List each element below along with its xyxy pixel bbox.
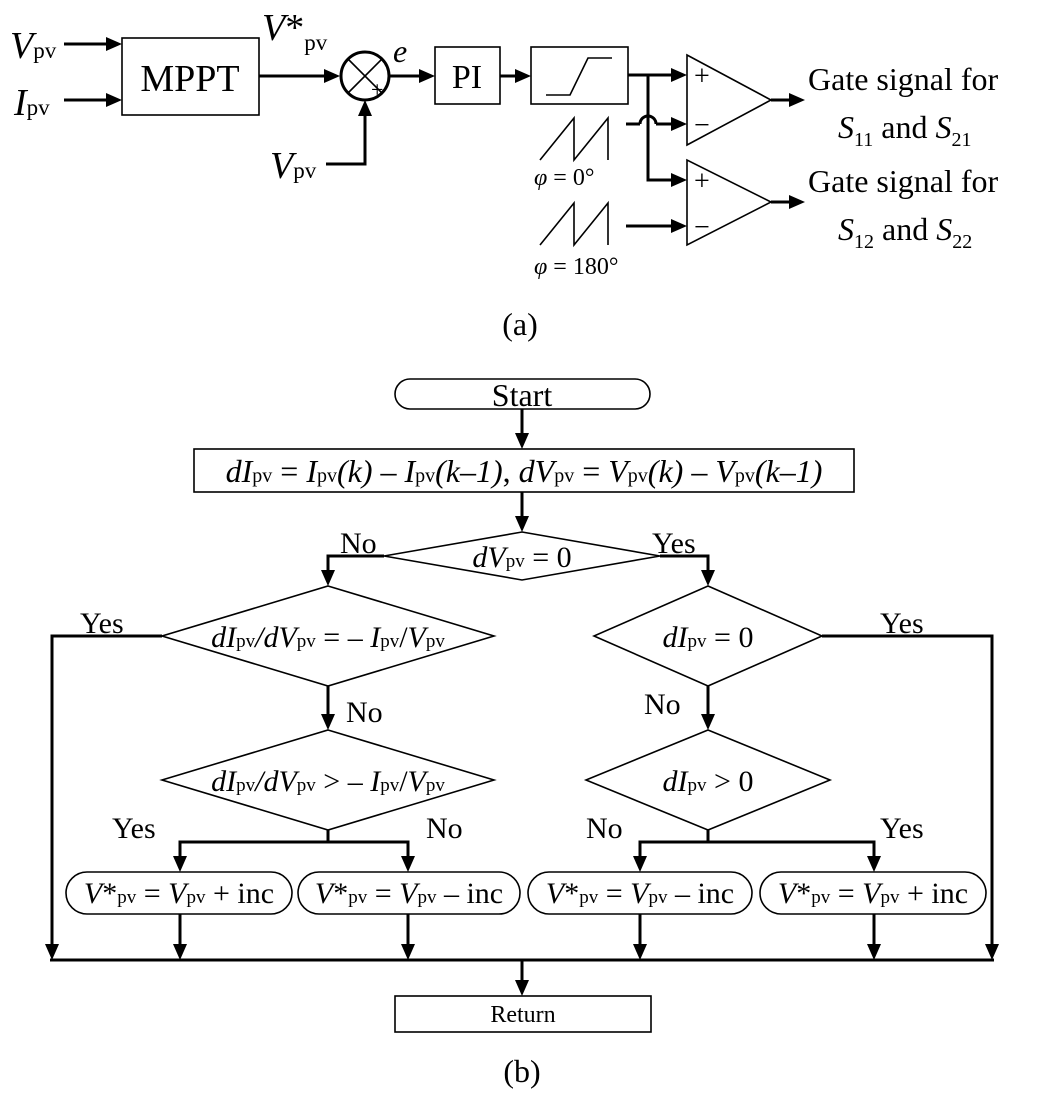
caption-a: (a)	[502, 306, 538, 342]
ipv-input-label: Ipv	[13, 82, 50, 124]
di-dv-greater-no-label: No	[426, 812, 463, 845]
panel-b-flowchart: Start dIpv = Ipv(k) – Ipv(k–1), dVpv = V…	[45, 377, 999, 1089]
comparator-2	[686, 158, 773, 247]
gate2-line1: Gate signal for	[808, 163, 999, 199]
return-box	[394, 995, 652, 1033]
mppt-label: MPPT	[140, 58, 239, 100]
pi-label: PI	[452, 59, 482, 96]
di-positive-branch	[638, 840, 876, 858]
di-dv-equal-no-label: No	[346, 696, 383, 729]
action-increase-right-text: V*pv = Vpv + inc	[778, 877, 968, 910]
panel-a-block-diagram: Vpv Ipv MPPT V*pv + Vpv e	[10, 7, 999, 342]
gate2-line2: S12 and S22	[838, 211, 972, 253]
difference-calc-text: dIpv = Ipv(k) – Ipv(k–1), dVpv = Vpv(k) …	[226, 453, 823, 489]
dv-zero-yes-path	[660, 554, 710, 572]
decision-dv-zero-text: dVpv = 0	[472, 541, 571, 574]
vpv-input-label: Vpv	[10, 25, 57, 67]
sum-plus-sign: +	[371, 77, 383, 102]
decision-di-dv-greater-text: dIpv/dVpv > – Ipv/Vpv	[211, 765, 445, 798]
decision-di-dv-equal-text: dIpv/dVpv = – Ipv/Vpv	[211, 621, 445, 654]
comp2-minus: −	[694, 212, 710, 243]
limiter-icon	[546, 57, 612, 96]
vpv-feedback-label: Vpv	[270, 145, 317, 187]
carrier-sawtooth-180	[539, 200, 609, 248]
wire-crossover-hop	[638, 114, 658, 125]
di-dv-greater-yes-label: Yes	[112, 812, 156, 845]
comp1-minus: −	[694, 110, 710, 141]
mppt-block	[121, 37, 260, 116]
carrier2-phase-label: φ = 180°	[534, 254, 618, 280]
di-zero-yes-path	[822, 634, 994, 946]
limiter-to-comp2	[646, 75, 672, 182]
pi-block	[434, 46, 501, 105]
return-label: Return	[490, 1002, 555, 1028]
decision-di-positive-text: dIpv > 0	[663, 765, 754, 798]
di-dv-equal-yes-path	[50, 634, 162, 946]
comp1-plus: +	[694, 61, 710, 92]
vref-label: V*pv	[262, 7, 328, 55]
di-zero-no-label: No	[644, 688, 681, 721]
carrier1-phase-label: φ = 0°	[534, 165, 594, 191]
di-positive-yes-label: Yes	[880, 812, 924, 845]
action-decrease-right-text: V*pv = Vpv – inc	[546, 877, 734, 910]
gate1-line1: Gate signal for	[808, 61, 999, 97]
error-label: e	[393, 33, 407, 69]
di-dv-greater-branch	[178, 840, 410, 858]
decision-dv-zero	[383, 531, 661, 581]
comp2-plus: +	[694, 166, 710, 197]
comparator-1	[686, 53, 773, 147]
summing-junction: +	[339, 50, 391, 102]
carrier-sawtooth-0	[539, 115, 609, 163]
vpv-feedback-line	[326, 114, 367, 166]
difference-calc-box	[193, 448, 855, 493]
dv-zero-no-path	[326, 554, 384, 572]
start-label: Start	[492, 377, 553, 413]
action-increase-left-text: V*pv = Vpv + inc	[84, 877, 274, 910]
di-positive-no-label: No	[586, 812, 623, 845]
caption-b: (b)	[503, 1053, 540, 1089]
action-decrease-left-text: V*pv = Vpv – inc	[315, 877, 503, 910]
decision-di-zero-text: dIpv = 0	[663, 621, 754, 654]
gate1-line2: S11 and S21	[838, 109, 971, 151]
